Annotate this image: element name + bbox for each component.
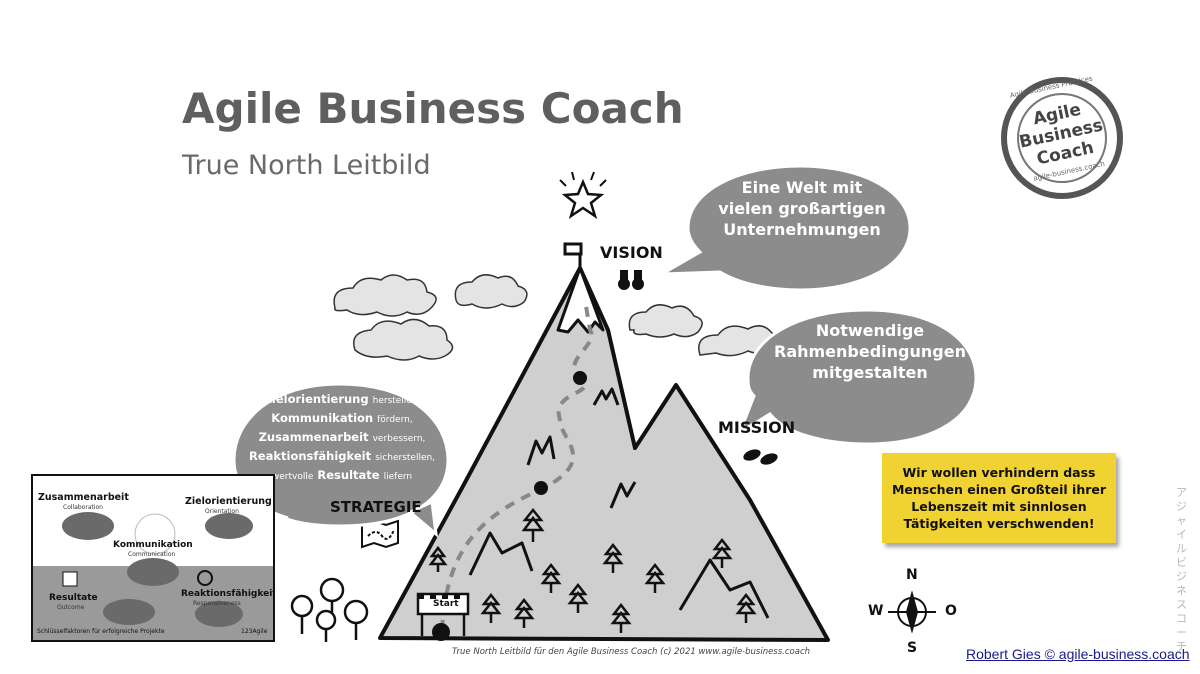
- vertical-text: アジャイルビジネスコーチ: [1176, 486, 1187, 653]
- strategie-line-5: wertvolle Resultate liefern: [271, 468, 413, 482]
- sticky-note: Wir wollen verhindern dass Menschen eine…: [882, 453, 1116, 543]
- thumbnail-collaboration: Collaboration: [63, 504, 103, 511]
- thumbnail-kommunikation: Kommunikation: [113, 540, 193, 550]
- cloud-4: [628, 304, 703, 338]
- thumbnail-reaktionsfaehigkeit: Reaktionsfähigkeit: [181, 589, 275, 599]
- logo[interactable]: Agile Business Coach Agile Business Prac…: [993, 69, 1131, 207]
- strategie-line-1: Zielorientierung herstellen,: [263, 392, 421, 406]
- trail: [440, 299, 594, 631]
- logo-stamp: [1001, 77, 1123, 199]
- compass-north: N: [906, 567, 918, 583]
- mission-line-1: Notwendige: [815, 321, 925, 340]
- compass-west: W: [868, 603, 884, 619]
- thumbnail-responsiveness: Responsiveness: [193, 600, 241, 607]
- footprints-icon: [743, 449, 778, 465]
- thumbnail-image: Zusammenarbeit Collaboration Zielorienti…: [31, 474, 275, 642]
- cloud-2: [353, 318, 454, 361]
- illustration-caption: True North Leitbild für den Agile Busine…: [452, 647, 811, 657]
- thumbnail-communication: Communication: [128, 551, 176, 558]
- sticky-note-text: Wir wollen verhindern dass Menschen eine…: [891, 465, 1107, 531]
- thumbnail-footer: Schlüsselfaktoren für erfolgreiche Proje…: [37, 628, 165, 635]
- page-subtitle: True North Leitbild: [182, 150, 431, 181]
- start-label: Start: [433, 599, 459, 609]
- star-icon: [561, 178, 605, 219]
- thumbnail-zielorientierung: Zielorientierung: [185, 496, 272, 507]
- mission-label: MISSION: [718, 418, 796, 437]
- thumbnail-brand: 123Agile: [241, 628, 268, 635]
- vision-line-1: Eine Welt mit: [741, 178, 863, 197]
- vision-bubble-text: Eine Welt mit vielen großartigen Unterne…: [712, 177, 892, 240]
- cloud-1: [333, 274, 437, 317]
- cloud-3: [454, 274, 528, 309]
- vision-bubble-shape: [661, 164, 912, 292]
- mission-line-3: mitgestalten: [812, 363, 928, 382]
- vision-label: VISION: [600, 243, 663, 262]
- strategie-bubble-text: Zielorientierung herstellen, Kommunikati…: [246, 391, 438, 486]
- compass-east: O: [945, 603, 957, 619]
- compass-icon: [888, 590, 936, 634]
- thumbnail-zusammenarbeit: Zusammenarbeit: [38, 492, 129, 503]
- strategie-bubble-shape: [232, 382, 450, 538]
- page-title: Agile Business Coach: [182, 84, 684, 133]
- thumbnail-outcome: Outcome: [57, 604, 85, 611]
- mission-bubble-text: Notwendige Rahmenbedingungen mitgestalte…: [774, 320, 966, 383]
- thumbnail-resultate: Resultate: [49, 593, 98, 603]
- strategie-label: STRATEGIE: [330, 498, 422, 516]
- thumbnail-orientation: Orientation: [205, 508, 239, 515]
- strategie-line-4: Reaktionsfähigkeit sicherstellen,: [248, 449, 436, 463]
- binoculars-icon: [618, 270, 644, 290]
- strategie-line-3: Zusammenarbeit verbessern,: [258, 430, 426, 444]
- vision-line-2: vielen großartigen: [718, 199, 886, 218]
- vision-line-3: Unternehmungen: [723, 220, 881, 239]
- clouds: [333, 274, 780, 361]
- mission-bubble-shape: [737, 308, 978, 446]
- strategie-line-2: Kommunikation fördern,: [271, 411, 413, 425]
- compass-south: S: [907, 640, 918, 656]
- credit-link[interactable]: Robert Gies © agile-business.coach: [966, 646, 1190, 662]
- mission-line-2: Rahmenbedingungen: [774, 342, 966, 361]
